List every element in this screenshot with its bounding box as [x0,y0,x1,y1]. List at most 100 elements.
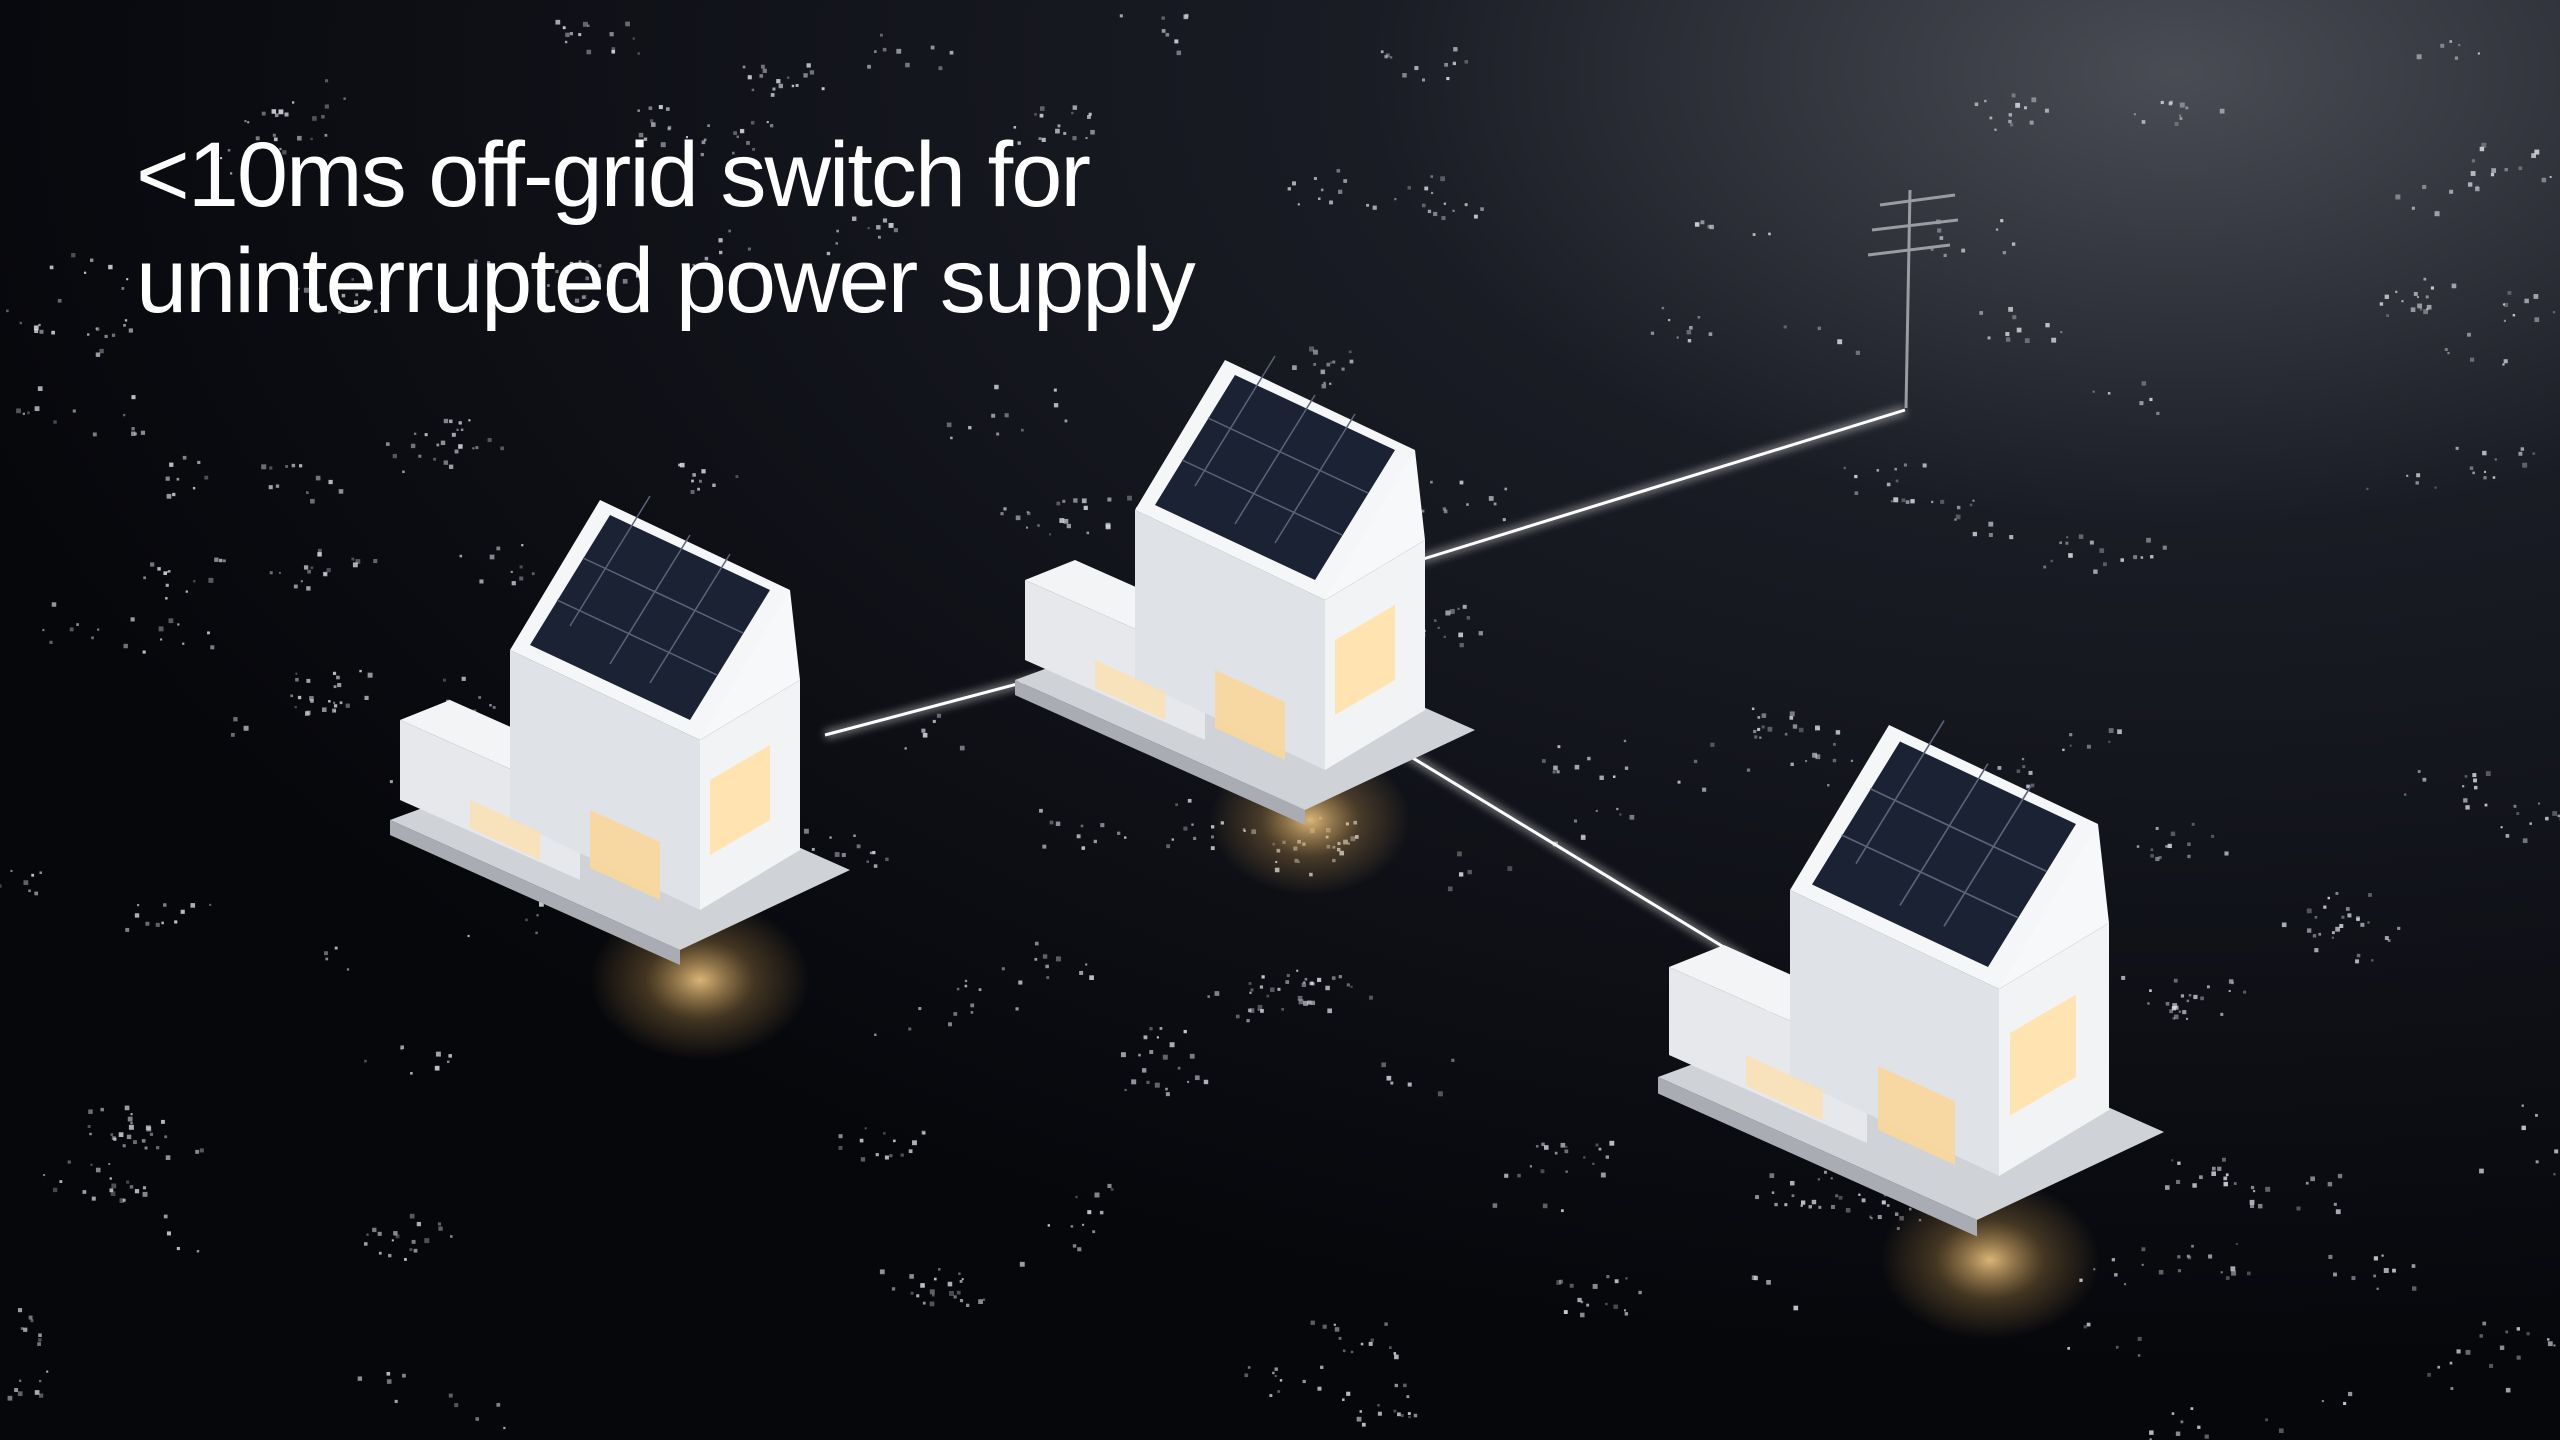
ground-dot [1342,1398,1345,1401]
ground-dot [692,473,696,477]
ground-dot [306,710,311,715]
ground-dot [2416,54,2422,60]
ground-dot [2005,337,2011,342]
ground-dot [2200,996,2204,1001]
ground-dot [409,1213,415,1219]
ground-dot [1317,197,1321,201]
ground-dot [1668,318,1671,322]
ground-dot [2224,851,2229,856]
ground-dot [877,235,881,239]
ground-dot [208,577,214,583]
ground-dot [1961,248,1966,253]
ground-dot [760,64,765,69]
ground-dot [1444,62,1448,67]
ground-dot [2306,928,2312,933]
ground-dot [2208,1254,2213,1259]
ground-dot [1974,102,1979,107]
ground-dot [1249,1008,1255,1013]
ground-dot [424,433,428,437]
ground-dot [1541,1142,1545,1147]
ground-dot [1394,1354,1399,1360]
ground-dot [2469,357,2475,362]
ground-dot [1556,770,1560,774]
ground-dot [712,483,716,487]
ground-dot [324,951,328,956]
ground-dot [1187,1080,1190,1083]
ground-dot [1988,521,1994,527]
ground-dot-pattern [0,13,2560,1440]
ground-dot [1835,730,1841,735]
ground-dot [1372,205,1377,210]
ground-dot [1088,112,1092,116]
ground-dot [703,138,707,142]
ground-dot [1565,1170,1568,1173]
ground-dot [1235,1014,1240,1019]
ground-dot [874,50,877,53]
ground-dot [1183,14,1189,20]
ground-dot [866,860,870,864]
ground-dot [2343,1401,2347,1406]
ground-dot [1605,1155,1610,1159]
ground-dot [332,671,337,675]
ground-dot [2139,401,2144,406]
ground-dot [2416,296,2420,299]
ground-dot [1940,499,1945,504]
ground-dot [309,696,314,701]
ground-dot [1304,977,1308,981]
ground-dot [1049,820,1054,825]
ground-dot [766,121,769,124]
ground-dot [1081,846,1086,850]
ground-dot [885,857,889,861]
ground-dot [2434,486,2437,489]
ground-dot [2552,311,2556,314]
ground-dot [2193,994,2198,1000]
ground-dot [158,626,164,632]
ground-dot [1165,32,1170,37]
ground-dot [131,427,135,431]
ground-dot [836,229,839,233]
ground-dot [1034,113,1037,116]
ground-dot [2249,1203,2255,1209]
ground-dot [1543,1145,1549,1150]
ground-dot [704,256,709,261]
ground-dot [1368,1341,1373,1346]
ground-dot [19,321,23,325]
ground-dot [2231,981,2234,985]
ground-dot [2516,1355,2521,1360]
ground-dot [746,141,750,145]
ground-dot [2179,114,2182,117]
ground-dot [1046,976,1050,980]
ground-dot [2156,411,2160,416]
ground-dot [440,440,446,446]
ground-dot [2099,548,2105,553]
ground-dot [126,278,129,281]
ground-dot [111,1136,116,1141]
ground-dot [474,259,478,263]
ground-dot [2147,1002,2150,1005]
ground-dot [2069,744,2072,747]
ground-dot [1437,1091,1443,1097]
ground-dot [1767,726,1773,732]
ground-dot [195,1149,200,1154]
ground-dot [2059,541,2062,545]
ground-dot [118,1132,124,1137]
ground-dot [1443,202,1447,205]
ground-dot [1529,1165,1533,1168]
ground-dot [300,580,303,583]
ground-dot [34,406,40,412]
ground-dot [896,48,902,54]
ground-dot [1062,499,1066,503]
ground-dot [949,1290,955,1296]
ground-dot [2491,168,2497,173]
ground-dot [953,1012,958,1016]
ground-dot [2450,1387,2454,1390]
ground-dot [956,1290,961,1295]
ground-dot [1792,724,1798,729]
ground-dot [2177,1161,2181,1165]
ground-dot [1380,50,1384,54]
ground-dot [34,891,39,896]
ground-dot [113,1137,117,1141]
ground-dot [2044,108,2049,113]
ground-dot [893,228,898,233]
ground-dot [1277,1390,1281,1393]
